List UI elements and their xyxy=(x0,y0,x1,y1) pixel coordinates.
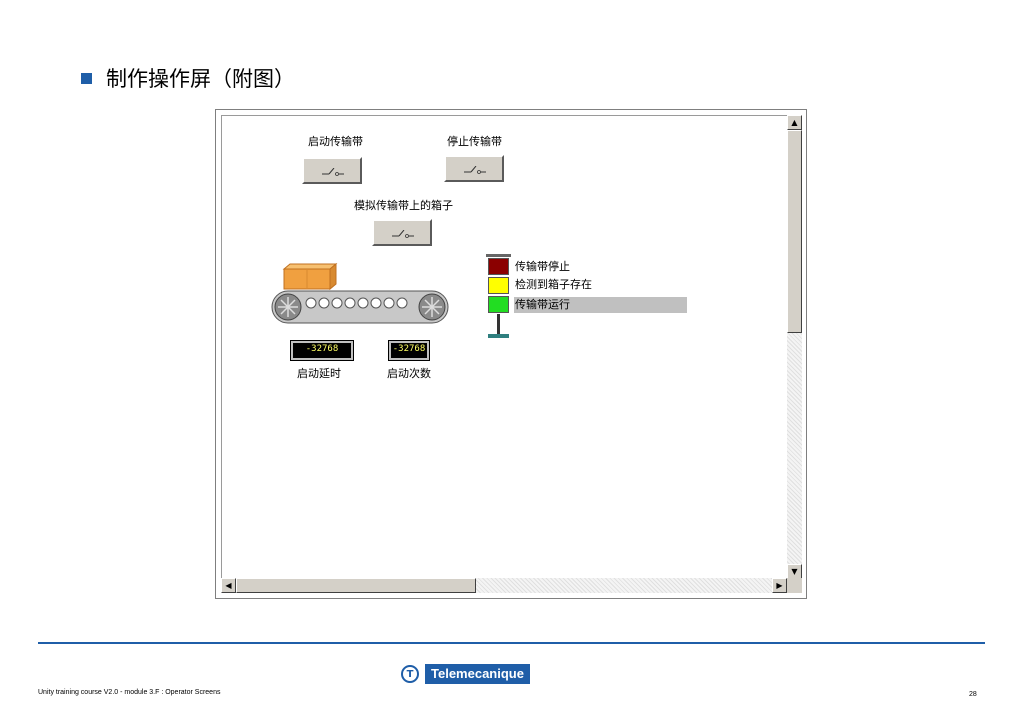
box-on-conveyor xyxy=(282,262,338,291)
box-detected-lamp xyxy=(488,277,509,294)
switch-icon xyxy=(322,168,344,176)
scroll-left-icon[interactable]: ◀ xyxy=(221,578,236,593)
stop-lamp xyxy=(488,258,509,275)
operator-screen-window: 启动传输带 停止传输带 模拟传输带上的箱子 xyxy=(215,109,807,599)
logo-text: Telemecanique xyxy=(425,664,530,684)
horizontal-scrollbar[interactable]: ◀ ▶ xyxy=(221,578,787,593)
start-conveyor-button[interactable] xyxy=(302,157,362,184)
scroll-right-icon[interactable]: ▶ xyxy=(772,578,787,593)
start-count-label: 启动次数 xyxy=(387,367,431,380)
footer-rule xyxy=(38,642,985,644)
switch-icon xyxy=(464,166,486,174)
stack-light-pole xyxy=(497,314,500,334)
slide-title: 制作操作屏（附图） xyxy=(106,67,295,91)
run-lamp xyxy=(488,296,509,313)
bullet-square xyxy=(81,73,92,84)
stack-light-base xyxy=(488,334,509,338)
telemecanique-logo-icon: T xyxy=(401,665,419,683)
stop-conveyor-label: 停止传输带 xyxy=(447,135,502,148)
switch-icon xyxy=(392,230,414,238)
status-running-label: 传输带运行 xyxy=(514,297,687,313)
stack-light-cap xyxy=(486,254,511,257)
conveyor-belt-graphic xyxy=(271,262,449,324)
simulate-box-label: 模拟传输带上的箱子 xyxy=(354,199,453,212)
scrollbar-corner xyxy=(787,578,802,593)
scroll-down-icon[interactable]: ▼ xyxy=(787,564,802,579)
status-box-detected-label: 检测到箱子存在 xyxy=(515,278,592,291)
footer-text: Unity training course V2.0 - module 3.F … xyxy=(38,689,221,696)
start-conveyor-label: 启动传输带 xyxy=(308,135,363,148)
scroll-up-icon[interactable]: ▲ xyxy=(787,115,802,130)
stop-conveyor-button[interactable] xyxy=(444,155,504,182)
start-delay-label: 启动延时 xyxy=(297,367,341,380)
page-number: 28 xyxy=(969,691,977,698)
horizontal-scroll-thumb[interactable] xyxy=(236,578,476,593)
vertical-scroll-thumb[interactable] xyxy=(787,130,802,333)
simulate-box-button[interactable] xyxy=(372,219,432,246)
status-stopped-label: 传输带停止 xyxy=(515,260,570,273)
start-count-display: -32768 xyxy=(388,340,430,361)
telemecanique-logo: T Telemecanique xyxy=(401,664,530,684)
start-delay-display: -32768 xyxy=(290,340,354,361)
operator-screen-canvas: 启动传输带 停止传输带 模拟传输带上的箱子 xyxy=(221,115,788,579)
vertical-scrollbar[interactable]: ▲ ▼ xyxy=(787,115,802,579)
